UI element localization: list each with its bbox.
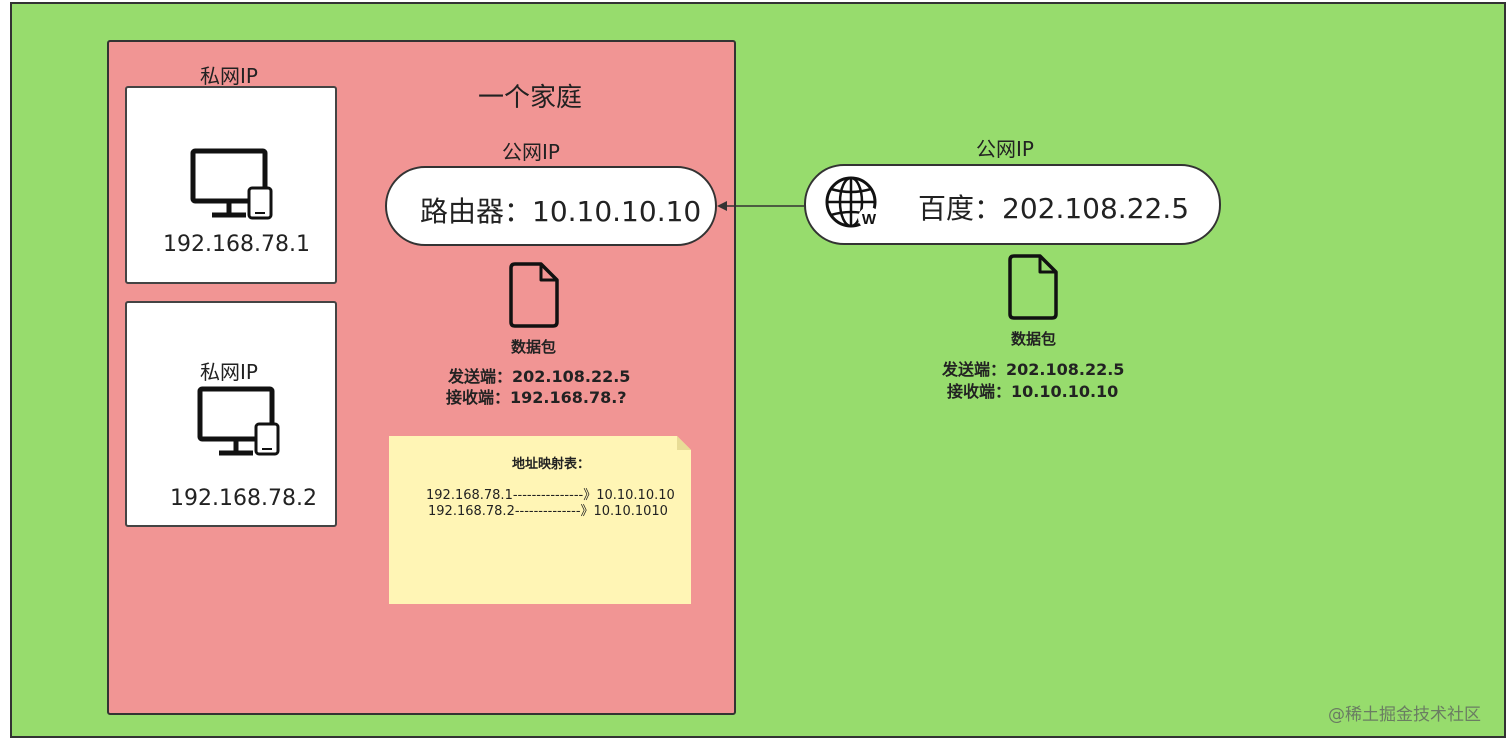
svg-text:W: W xyxy=(862,211,877,228)
monitor-phone-icon xyxy=(190,148,273,220)
device-2-private-ip-label: 私网IP xyxy=(200,360,258,384)
router-public-ip-label: 公网IP xyxy=(502,140,560,164)
home-packet-sender: 发送端：202.108.22.5 xyxy=(448,367,631,386)
router-node xyxy=(385,166,717,246)
file-icon xyxy=(1008,254,1058,320)
device-card-2 xyxy=(125,301,337,527)
home-packet-receiver: 接收端：192.168.78.? xyxy=(446,388,627,407)
device-1-private-ip-label: 私网IP xyxy=(200,64,258,88)
mapping-row: 192.168.78.1---------------》10.10.10.10 xyxy=(426,488,675,503)
baidu-packet-label: 数据包 xyxy=(1011,330,1057,348)
globe-icon: W xyxy=(825,176,880,229)
device-2-ip: 192.168.78.2 xyxy=(170,486,317,511)
mapping-table-title: 地址映射表： xyxy=(512,457,591,472)
file-icon xyxy=(509,262,559,328)
device-1-ip: 192.168.78.1 xyxy=(163,232,310,257)
baidu-label: 百度：202.108.22.5 xyxy=(918,192,1190,225)
home-packet-label: 数据包 xyxy=(511,338,557,356)
baidu-packet-sender: 发送端：202.108.22.5 xyxy=(942,360,1125,379)
mapping-table-note xyxy=(389,436,691,604)
baidu-public-ip-label: 公网IP xyxy=(976,137,1034,161)
baidu-packet-receiver: 接收端：10.10.10.10 xyxy=(947,382,1119,401)
watermark: @稀土掘金技术社区 xyxy=(1328,705,1481,725)
router-label: 路由器：10.10.10.10 xyxy=(420,195,702,228)
monitor-phone-icon xyxy=(197,386,280,456)
home-title: 一个家庭 xyxy=(478,83,583,113)
mapping-row: 192.168.78.2--------------》10.10.1010 xyxy=(428,504,668,519)
device-card-1 xyxy=(125,86,337,284)
